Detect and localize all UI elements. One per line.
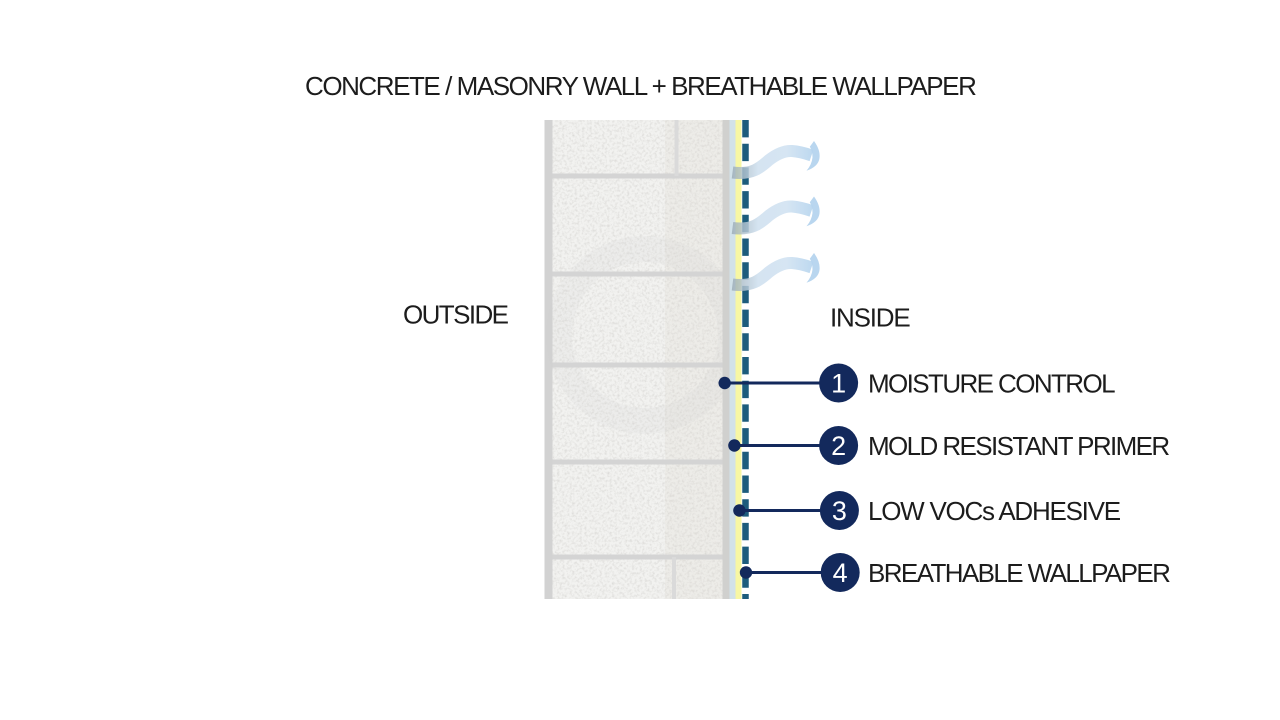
svg-text:MOISTURE CONTROL: MOISTURE CONTROL [868,369,1115,399]
svg-text:OUTSIDE: OUTSIDE [403,300,509,330]
svg-text:MOLD RESISTANT PRIMER: MOLD RESISTANT PRIMER [868,431,1169,461]
svg-text:2: 2 [831,431,846,461]
svg-text:BREATHABLE WALLPAPER: BREATHABLE WALLPAPER [868,558,1170,588]
svg-text:1: 1 [831,369,846,399]
svg-text:LOW VOCs ADHESIVE: LOW VOCs ADHESIVE [868,496,1121,526]
svg-text:CONCRETE / MASONRY WALL + BREA: CONCRETE / MASONRY WALL + BREATHABLE WAL… [305,71,976,101]
svg-text:INSIDE: INSIDE [830,303,910,333]
svg-text:3: 3 [832,496,847,526]
svg-text:4: 4 [833,558,848,588]
